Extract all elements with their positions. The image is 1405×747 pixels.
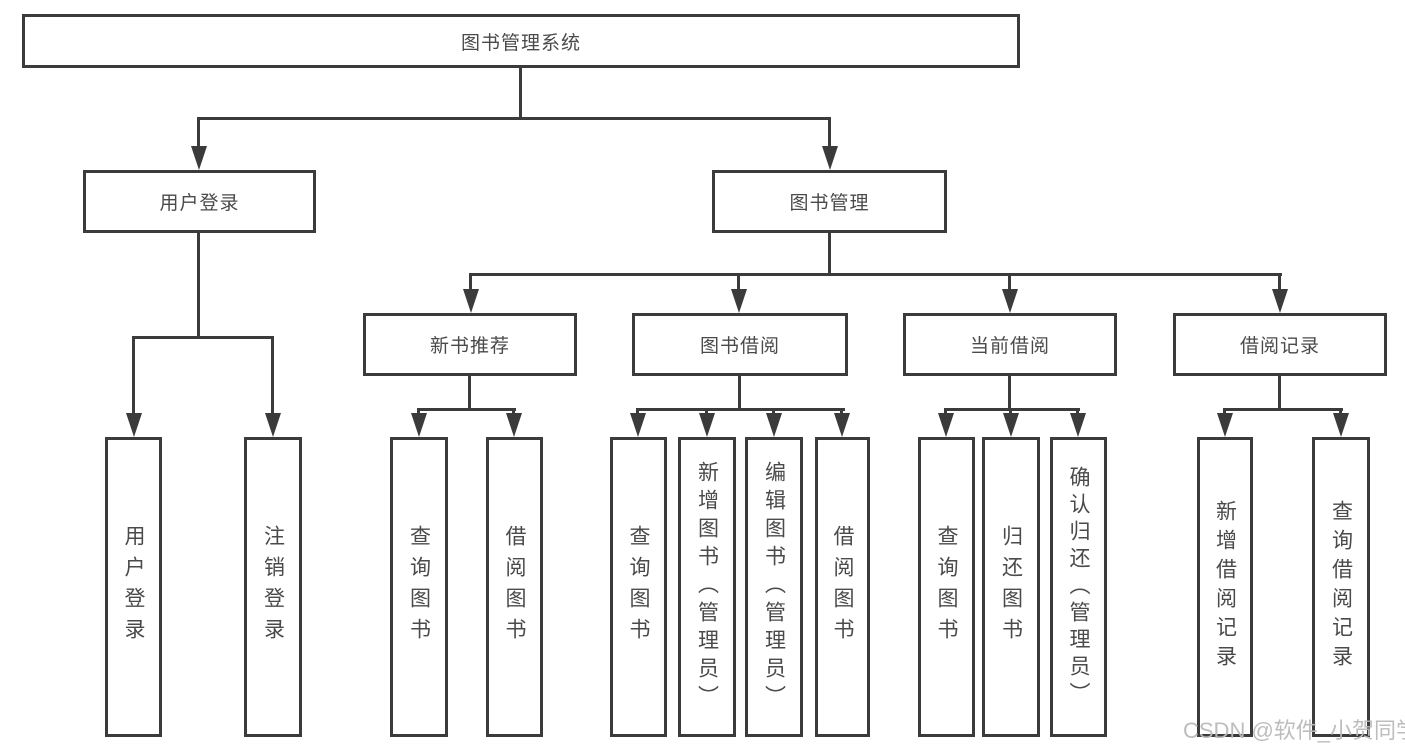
connector-drop-user-login: [197, 117, 200, 147]
leaf-label: 查询图书: [407, 525, 431, 649]
leaf-label: 编辑图书（管理员）: [762, 461, 786, 713]
arrowhead-cb-confirm: [1070, 413, 1086, 437]
connector-book-borrow-rail: [636, 408, 845, 411]
arrowhead-bb-add: [699, 413, 715, 437]
arrowhead-book-borrow: [731, 289, 747, 313]
connector-book-management-stem: [828, 233, 831, 273]
leaf-bb-add-book-admin: 新增图书（管理员）: [678, 437, 736, 737]
connector-drop-bb-add: [705, 408, 708, 416]
connector-drop-book-management: [828, 117, 831, 147]
connector-drop-current-borrow: [1008, 273, 1011, 290]
connector-drop-borrow-record: [1278, 273, 1281, 290]
arrowhead-bb-borrow: [834, 413, 850, 437]
arrowhead-cb-query: [938, 413, 954, 437]
leaf-logout-login: 注销登录: [244, 437, 302, 737]
arrowhead-new-book: [463, 289, 479, 313]
arrowhead-nb-query: [411, 413, 427, 437]
connector-user-login-rail: [132, 336, 274, 339]
leaf-cb-confirm-return-admin: 确认归还（管理员）: [1050, 437, 1107, 737]
node-library-management-system: 图书管理系统: [22, 14, 1020, 68]
connector-root-stem: [519, 68, 522, 117]
connector-borrow-record-stem: [1278, 376, 1281, 408]
connector-current-borrow-rail: [944, 408, 1080, 411]
connector-drop-nb-query: [417, 408, 420, 416]
arrowhead-nb-borrow: [506, 413, 522, 437]
arrowhead-borrow-record: [1272, 289, 1288, 313]
leaf-label: 查询借阅记录: [1329, 500, 1353, 674]
node-label: 用户登录: [159, 193, 240, 214]
connector-drop-br-add: [1223, 408, 1226, 416]
arrowhead-book-management: [822, 146, 838, 170]
connector-book-borrow-stem: [738, 376, 741, 408]
connector-borrow-record-rail: [1223, 408, 1343, 411]
arrowhead-current-borrow: [1002, 289, 1018, 313]
connector-new-book-rail: [417, 408, 516, 411]
connector-drop-br-query: [1339, 408, 1342, 416]
leaf-label: 新增借阅记录: [1213, 500, 1237, 674]
arrowhead-cb-return: [1003, 413, 1019, 437]
node-label: 借阅记录: [1239, 336, 1320, 357]
leaf-label: 借阅图书: [831, 525, 854, 649]
leaf-cb-return-book: 归还图书: [982, 437, 1040, 737]
leaf-label: 查询图书: [627, 525, 650, 649]
connector-drop-login-leaf: [132, 336, 135, 413]
csdn-watermark: CSDN @软件_小贺同学: [1183, 718, 1405, 743]
leaf-label: 确认归还（管理员）: [1067, 465, 1090, 709]
leaf-label: 注销登录: [261, 525, 285, 649]
connector-new-book-stem: [468, 376, 471, 408]
connector-drop-bb-edit: [772, 408, 775, 416]
arrowhead-user-login: [191, 146, 207, 170]
node-label: 新书推荐: [429, 336, 510, 357]
connector-drop-cb-query: [944, 408, 947, 416]
arrowhead-bb-edit: [766, 413, 782, 437]
connector-drop-book-borrow: [737, 273, 740, 290]
arrowhead-login-leaf: [126, 413, 142, 437]
leaf-label: 用户登录: [122, 525, 145, 649]
leaf-bb-query-book: 查询图书: [610, 437, 667, 737]
arrowhead-logout-leaf: [265, 413, 281, 437]
connector-drop-new-book: [469, 273, 472, 290]
leaf-br-query-record: 查询借阅记录: [1312, 437, 1370, 737]
connector-current-borrow-stem: [1008, 376, 1011, 408]
connector-drop-nb-borrow: [512, 408, 515, 416]
node-current-borrow: 当前借阅: [903, 313, 1117, 376]
leaf-label: 归还图书: [999, 525, 1023, 649]
node-book-management: 图书管理: [712, 170, 947, 233]
arrowhead-br-query: [1333, 413, 1349, 437]
connector-user-login-stem: [197, 233, 200, 336]
connector-drop-logout-leaf: [271, 336, 274, 413]
leaf-user-login: 用户登录: [105, 437, 162, 737]
connector-drop-cb-return: [1009, 408, 1012, 416]
node-label: 当前借阅: [969, 336, 1050, 357]
node-label: 图书借阅: [699, 336, 780, 357]
leaf-label: 借阅图书: [503, 525, 526, 649]
node-new-book-recommend: 新书推荐: [363, 313, 577, 376]
connector-drop-bb-query: [636, 408, 639, 416]
leaf-label: 新增图书（管理员）: [695, 461, 719, 713]
node-user-login: 用户登录: [83, 170, 316, 233]
leaf-nb-query-book: 查询图书: [390, 437, 448, 737]
connector-book-management-rail: [469, 273, 1282, 276]
leaf-cb-query-book: 查询图书: [918, 437, 975, 737]
leaf-nb-borrow-book: 借阅图书: [486, 437, 543, 737]
node-label: 图书管理系统: [460, 32, 581, 54]
node-label: 图书管理: [789, 193, 870, 214]
leaf-bb-edit-book-admin: 编辑图书（管理员）: [745, 437, 803, 737]
node-book-borrow: 图书借阅: [632, 313, 848, 376]
connector-root-rail: [197, 117, 831, 120]
arrowhead-bb-query: [630, 413, 646, 437]
leaf-label: 查询图书: [935, 525, 958, 649]
arrowhead-br-add: [1217, 413, 1233, 437]
connector-drop-cb-confirm: [1076, 408, 1079, 416]
leaf-bb-borrow-book: 借阅图书: [815, 437, 870, 737]
node-borrow-record: 借阅记录: [1173, 313, 1387, 376]
leaf-br-add-record: 新增借阅记录: [1197, 437, 1253, 737]
connector-drop-bb-borrow: [840, 408, 843, 416]
